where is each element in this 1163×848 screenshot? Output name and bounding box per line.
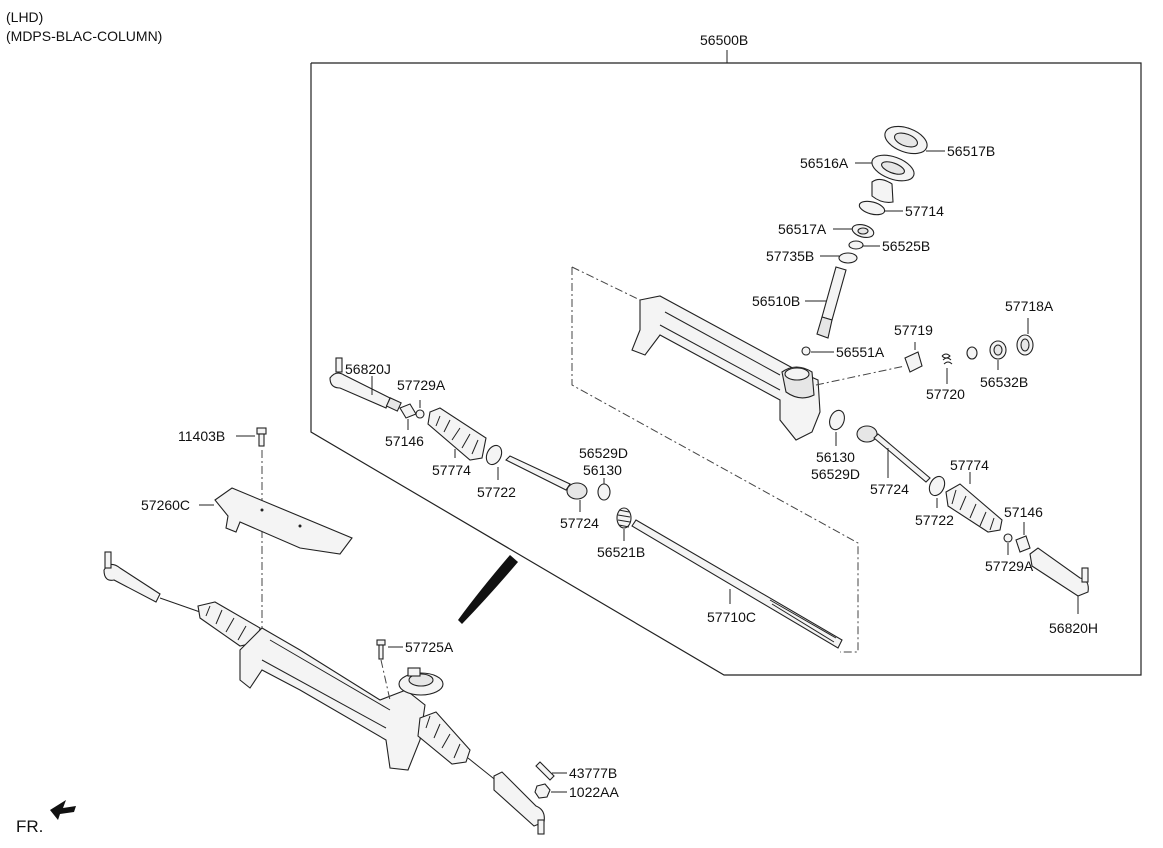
assembly-frame — [310, 62, 1142, 676]
label-57719[interactable]: 57719 — [894, 322, 933, 338]
label-57722-right[interactable]: 57722 — [915, 512, 954, 528]
label-56517B[interactable]: 56517B — [947, 143, 995, 159]
label-56820H[interactable]: 56820H — [1049, 620, 1098, 636]
label-57729A-right[interactable]: 57729A — [985, 558, 1034, 574]
part-56130-right[interactable] — [827, 408, 847, 432]
part-57729A-left[interactable] — [415, 409, 425, 419]
part-56551A[interactable] — [801, 346, 811, 356]
label-57720[interactable]: 57720 — [926, 386, 965, 402]
part-56510B[interactable] — [816, 266, 847, 339]
label-43777B[interactable]: 43777B — [569, 765, 617, 781]
label-57774-right[interactable]: 57774 — [950, 457, 989, 473]
part-gear-housing[interactable] — [631, 295, 821, 441]
label-56529D-left[interactable]: 56529D — [579, 445, 628, 461]
label-57714[interactable]: 57714 — [905, 203, 944, 219]
part-57720[interactable] — [941, 353, 953, 365]
label-56532B[interactable]: 56532B — [980, 374, 1028, 390]
center-line-57725A — [380, 659, 391, 701]
housing-outline-top — [571, 266, 641, 301]
part-57729A-right[interactable] — [1003, 533, 1013, 543]
part-56521B[interactable] — [616, 507, 632, 529]
part-57146-left[interactable] — [399, 403, 417, 419]
part-11403B[interactable] — [256, 427, 267, 447]
label-57146-right[interactable]: 57146 — [1004, 504, 1043, 520]
label-57735B[interactable]: 57735B — [766, 248, 814, 264]
part-57260C[interactable] — [214, 487, 353, 555]
part-56130-left[interactable] — [597, 483, 611, 501]
header-mdps: (MDPS-BLAC-COLUMN) — [6, 28, 162, 44]
label-57146-left[interactable]: 57146 — [385, 433, 424, 449]
part-57710C[interactable] — [631, 519, 843, 649]
part-56517B[interactable] — [881, 121, 931, 159]
leader-housing-side — [815, 365, 906, 386]
label-56510B[interactable]: 56510B — [752, 293, 800, 309]
header-lhd: (LHD) — [6, 9, 43, 25]
part-56516A[interactable] — [869, 150, 918, 203]
part-57146-right[interactable] — [1015, 535, 1031, 553]
label-56529D-right[interactable]: 56529D — [811, 466, 860, 482]
part-steering-gear-assembly[interactable] — [103, 551, 545, 835]
label-57260C[interactable]: 57260C — [141, 497, 190, 513]
part-56820H[interactable] — [1029, 547, 1089, 597]
front-arrow-icon — [50, 800, 76, 820]
label-57774-left[interactable]: 57774 — [432, 462, 471, 478]
callout-arrow-icon — [458, 555, 518, 624]
label-57718A[interactable]: 57718A — [1005, 298, 1054, 314]
front-marker: FR. — [16, 817, 43, 836]
label-56500B[interactable]: 56500B — [700, 32, 748, 48]
part-57724-left[interactable] — [505, 455, 588, 500]
part-57774-right[interactable] — [945, 483, 1003, 533]
label-56551A[interactable]: 56551A — [836, 344, 885, 360]
label-57729A-left[interactable]: 57729A — [397, 377, 446, 393]
part-1022AA[interactable] — [534, 783, 551, 799]
part-57714[interactable] — [858, 199, 886, 217]
label-56517A[interactable]: 56517A — [778, 221, 827, 237]
part-57719[interactable] — [904, 351, 923, 373]
label-57722-left[interactable]: 57722 — [477, 484, 516, 500]
label-1022AA[interactable]: 1022AA — [569, 784, 619, 800]
part-57774-left[interactable] — [427, 407, 487, 461]
label-56130-right[interactable]: 56130 — [816, 449, 855, 465]
label-56130-left[interactable]: 56130 — [583, 462, 622, 478]
label-57710C[interactable]: 57710C — [707, 609, 756, 625]
label-56525B[interactable]: 56525B — [882, 238, 930, 254]
part-57735B[interactable] — [838, 252, 858, 264]
part-56532B[interactable] — [989, 340, 1007, 360]
part-57725A[interactable] — [376, 639, 386, 660]
label-56521B[interactable]: 56521B — [597, 544, 645, 560]
label-57724-left[interactable]: 57724 — [560, 515, 599, 531]
part-57718A[interactable] — [1016, 334, 1034, 356]
label-57725A[interactable]: 57725A — [405, 639, 454, 655]
part-ring-small[interactable] — [966, 346, 978, 360]
label-56820J[interactable]: 56820J — [345, 361, 391, 377]
label-11403B[interactable]: 11403B — [178, 428, 225, 444]
housing-outline — [571, 267, 859, 653]
part-56517A[interactable] — [851, 222, 875, 239]
part-57724-right[interactable] — [856, 425, 931, 483]
label-56516A[interactable]: 56516A — [800, 155, 849, 171]
part-57722-right[interactable] — [926, 474, 947, 498]
part-56525B[interactable] — [848, 240, 864, 250]
part-56820J[interactable] — [329, 357, 402, 412]
part-43777B[interactable] — [535, 761, 555, 781]
label-57724-right[interactable]: 57724 — [870, 481, 909, 497]
part-57722-left[interactable] — [483, 443, 504, 467]
